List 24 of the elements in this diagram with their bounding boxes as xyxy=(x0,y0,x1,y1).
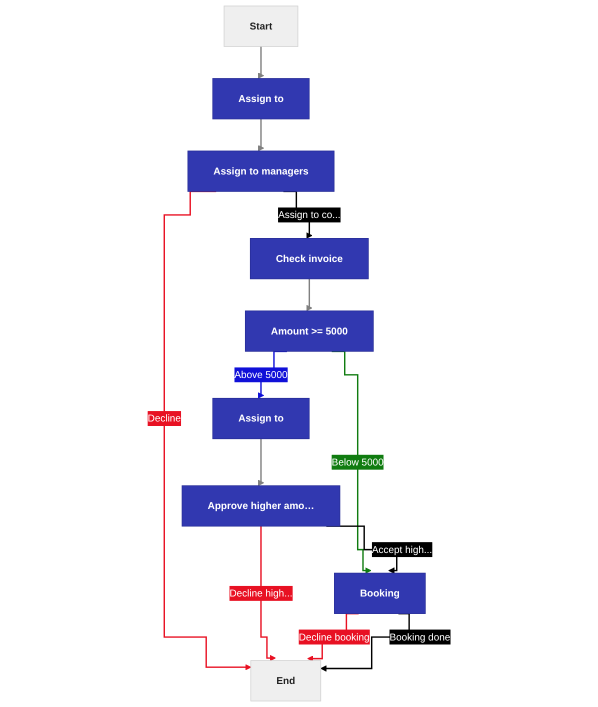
node-box: Start xyxy=(224,6,298,47)
arrow xyxy=(258,438,264,486)
node-box: Amount >= 5000 xyxy=(244,310,374,352)
arrow xyxy=(306,278,312,312)
arrow xyxy=(260,525,276,662)
arrow xyxy=(258,46,264,79)
node-box: End xyxy=(250,660,322,702)
node-box: Assign to managers xyxy=(188,150,334,192)
edge-label: Accept high... xyxy=(372,544,432,555)
node-box: Booking xyxy=(334,572,426,614)
edge-label: Below 5000 xyxy=(332,456,384,468)
edge-label: Above 5000 xyxy=(234,368,288,380)
node-box: Check invoice xyxy=(250,238,369,280)
node-box: Assign to xyxy=(212,78,310,120)
edge-label: Booking done xyxy=(389,631,450,642)
edge-label: Decline booking xyxy=(298,631,370,642)
arrow xyxy=(164,190,252,670)
edge-label: Assign to co... xyxy=(278,208,341,220)
arrow xyxy=(258,118,264,152)
arrow xyxy=(332,350,372,574)
edge-label: Decline xyxy=(148,412,181,424)
edge-label: Decline high... xyxy=(229,587,293,599)
node-box: Assign to xyxy=(212,398,310,440)
node-box: Approve higher amo… xyxy=(182,485,340,527)
